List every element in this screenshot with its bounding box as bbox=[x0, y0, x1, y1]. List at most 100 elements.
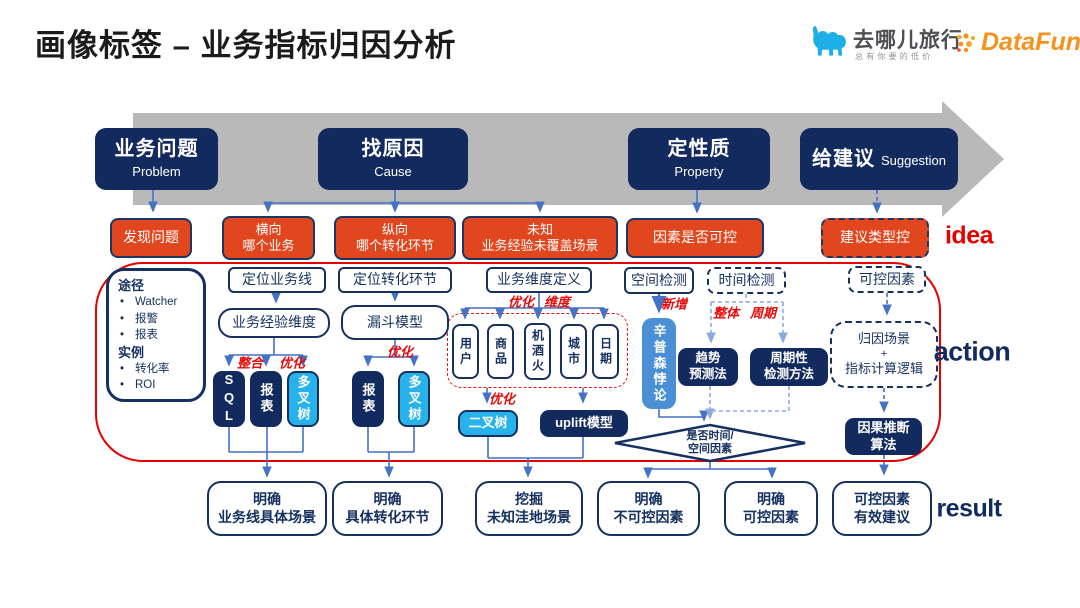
result-uncontrollable-factors: 明确 不可控因素 bbox=[597, 481, 700, 536]
datafun-logo-text: DataFun. bbox=[981, 28, 1080, 57]
node-spatial-detection: 空间检测 bbox=[624, 267, 694, 294]
leaf-uplift-model: uplift模型 bbox=[540, 410, 628, 437]
node-locate-business-line: 定位业务线 bbox=[228, 267, 326, 293]
stage-suggestion-en: Suggestion bbox=[880, 152, 947, 168]
stage-problem-zh: 业务问题 bbox=[114, 138, 199, 161]
panel-item: 报表 bbox=[118, 327, 197, 344]
label: 报表 bbox=[360, 383, 376, 415]
label-idea: idea bbox=[944, 221, 994, 250]
node-temporal-detection: 时间检测 bbox=[707, 267, 786, 294]
tag-dimension: 维度 bbox=[543, 294, 571, 310]
node-unknown-uncovered-scene: 未知 业务经验未覆盖场景 bbox=[462, 216, 618, 260]
line: 空间因素 bbox=[688, 443, 732, 455]
decision-diamond-label: 是否时间/ 空间因素 bbox=[660, 430, 760, 456]
line: 业务经验未覆盖场景 bbox=[481, 238, 599, 253]
label-action: action bbox=[933, 336, 1011, 367]
decision-diamond bbox=[614, 423, 806, 463]
line: 可控因素 bbox=[854, 491, 910, 507]
dim-flight-hotel-train: 机酒火 bbox=[524, 323, 551, 380]
stage-cause-zh: 找原因 bbox=[361, 138, 425, 161]
label: 日期 bbox=[598, 336, 613, 367]
label: 业务维度定义 bbox=[497, 271, 581, 288]
stage-problem-en: Problem bbox=[132, 164, 181, 180]
line: 横向 bbox=[255, 221, 282, 237]
line: 明确 bbox=[373, 491, 402, 507]
node-find-problem-label: 发现问题 bbox=[123, 229, 179, 246]
node-factor-controllable-label: 因素是否可控 bbox=[653, 229, 737, 246]
stage-property-en: Property bbox=[674, 164, 724, 180]
line: + bbox=[880, 347, 888, 360]
node-funnel-model: 漏斗模型 bbox=[341, 305, 449, 340]
node-simpson-paradox: 辛普森悖论 bbox=[642, 318, 676, 409]
result-business-line-scene: 明确 业务线具体场景 bbox=[207, 481, 327, 536]
node-attribution-scene-metric-logic: 归因场景 + 指标计算逻辑 bbox=[830, 321, 938, 388]
line: 纵向 bbox=[381, 221, 408, 237]
tag-optimize: 优化 bbox=[507, 294, 535, 310]
qunar-logo-text: 去哪儿旅行 bbox=[853, 29, 963, 52]
panel-heading: 实例 bbox=[118, 344, 145, 360]
line: 未知 bbox=[526, 221, 553, 237]
line: 不可控因素 bbox=[613, 508, 684, 525]
panel-item: 转化率 bbox=[118, 361, 197, 378]
label: 多叉树 bbox=[406, 375, 422, 423]
node-suggestion-type: 建议类型控 bbox=[821, 218, 929, 258]
label: 空间检测 bbox=[631, 271, 687, 288]
node-horizontal-which-business: 横向 哪个业务 bbox=[222, 216, 315, 260]
node-business-dimension-definition: 业务维度定义 bbox=[486, 267, 592, 293]
datafun-word: DataFun bbox=[981, 28, 1080, 56]
label: 业务经验维度 bbox=[232, 314, 316, 331]
label: 二叉树 bbox=[468, 415, 508, 431]
stage-cause: 找原因 Cause bbox=[318, 128, 468, 190]
label: 报表 bbox=[258, 383, 274, 415]
label: SQL bbox=[221, 372, 237, 426]
result-controllable-factors: 明确 可控因素 bbox=[724, 481, 818, 536]
dim-product: 商品 bbox=[487, 324, 514, 379]
tag-new: 新增 bbox=[660, 296, 688, 312]
tag-optimize: 优化 bbox=[278, 355, 306, 371]
leaf-report: 报表 bbox=[250, 371, 282, 427]
line: 有效建议 bbox=[854, 508, 910, 525]
label: 定位转化环节 bbox=[353, 271, 437, 288]
node-trend-forecast-method: 趋势 预测法 bbox=[678, 348, 738, 386]
methods-panel: 途径 Watcher 报警 报表 实例 转化率 ROI bbox=[106, 268, 206, 402]
label: 可控因素 bbox=[859, 270, 915, 287]
label: 机酒火 bbox=[530, 329, 545, 374]
panel-heading: 途径 bbox=[118, 278, 145, 293]
line: 哪个业务 bbox=[242, 238, 295, 253]
line: 明确 bbox=[634, 491, 663, 507]
leaf-report: 报表 bbox=[352, 371, 384, 427]
result-unknown-lowland-scene: 挖掘 未知洼地场景 bbox=[475, 481, 583, 536]
line: 是否时间/ bbox=[686, 430, 734, 442]
stage-problem: 业务问题 Problem bbox=[95, 128, 218, 190]
dim-user: 用户 bbox=[452, 324, 479, 379]
node-periodicity-detection-method: 周期性 检测方法 bbox=[750, 348, 828, 386]
tag-optimize: 优化 bbox=[386, 344, 414, 360]
label: 漏斗模型 bbox=[367, 313, 423, 330]
dim-date: 日期 bbox=[592, 324, 619, 379]
line: 因果推断 bbox=[857, 420, 910, 436]
stage-property: 定性质 Property bbox=[628, 128, 770, 190]
panel-item: 报警 bbox=[118, 311, 197, 328]
leaf-sql: SQL bbox=[213, 371, 245, 427]
label: 用户 bbox=[458, 336, 473, 367]
line: 检测方法 bbox=[763, 367, 814, 381]
leaf-multiway-tree: 多叉树 bbox=[287, 371, 319, 427]
line: 明确 bbox=[757, 491, 785, 507]
node-controllable-factors: 可控因素 bbox=[848, 266, 926, 293]
stage-suggestion-zh: 给建议 bbox=[811, 147, 875, 170]
stage-suggestion: 给建议 Suggestion bbox=[800, 128, 958, 190]
panel-item: Watcher bbox=[118, 294, 197, 311]
line: 归因场景 bbox=[857, 331, 910, 347]
node-factor-controllable: 因素是否可控 bbox=[626, 218, 764, 258]
label: 商品 bbox=[493, 336, 508, 367]
line: 趋势 bbox=[695, 351, 721, 366]
label: 定位业务线 bbox=[242, 271, 312, 288]
node-find-problem: 发现问题 bbox=[110, 218, 192, 258]
panel-item: ROI bbox=[118, 377, 197, 394]
label: 多叉树 bbox=[295, 375, 311, 423]
tag-optimize: 优化 bbox=[488, 391, 516, 407]
label: 时间检测 bbox=[718, 271, 775, 288]
line: 具体转化环节 bbox=[345, 508, 430, 525]
line: 指标计算逻辑 bbox=[844, 361, 923, 377]
